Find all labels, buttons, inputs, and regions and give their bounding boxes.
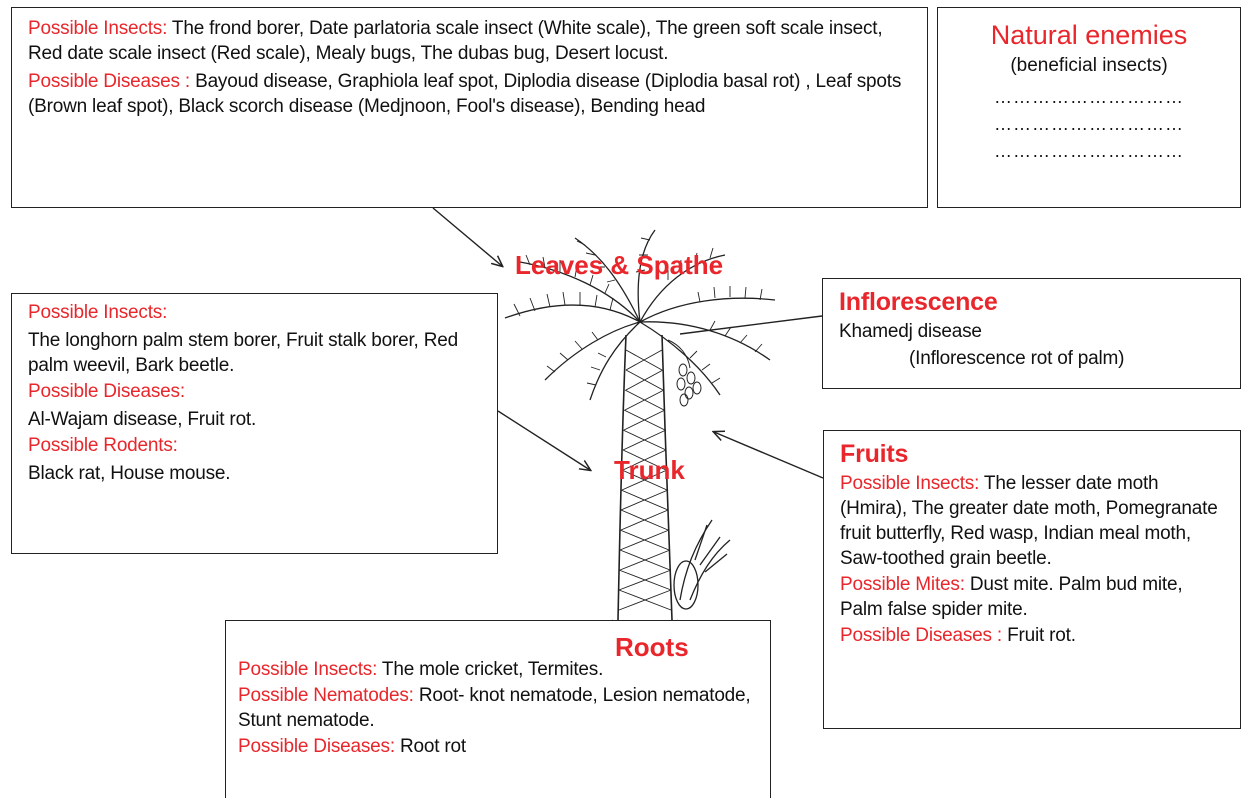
placeholder-dots-1: ………………………… (938, 87, 1240, 108)
inflorescence-line1: Khamedj disease (839, 319, 1226, 344)
roots-diseases: Possible Diseases: Root rot (238, 734, 758, 759)
inflorescence-title: Inflorescence (839, 287, 1226, 317)
arrow-leaves (433, 208, 502, 266)
leaves-insects: Possible Insects: The frond borer, Date … (28, 16, 915, 66)
trunk-insects-text: The longhorn palm stem borer, Fruit stal… (28, 328, 481, 378)
fruits-title: Fruits (840, 439, 1228, 469)
roots-nematodes-label: Possible Nematodes: (238, 685, 414, 706)
placeholder-dots-3: ………………………… (938, 141, 1240, 162)
trunk-rodents-text: Black rat, House mouse. (28, 461, 481, 486)
arrow-trunk (498, 411, 590, 470)
natural-enemies-box: Natural enemies (beneficial insects) ………… (937, 7, 1241, 208)
label-leaves-spathe: Leaves & Spathe (515, 250, 723, 281)
trunk-diseases-text: Al-Wajam disease, Fruit rot. (28, 407, 481, 432)
fruits-diseases-label: Possible Diseases : (840, 625, 1002, 646)
fruits-info-box: Fruits Possible Insects: The lesser date… (823, 430, 1241, 729)
fruits-insects-label: Possible Insects: (840, 473, 979, 494)
fruits-mites-label: Possible Mites: (840, 574, 965, 595)
trunk-diseases-label: Possible Diseases: (28, 379, 481, 404)
roots-diseases-text: Root rot (400, 736, 466, 757)
roots-nematodes: Possible Nematodes: Root- knot nematode,… (238, 683, 758, 733)
natural-enemies-title: Natural enemies (938, 18, 1240, 53)
natural-enemies-subtitle: (beneficial insects) (938, 55, 1240, 77)
inflorescence-line2: (Inflorescence rot of palm) (839, 346, 1226, 371)
trunk-info-box: Possible Insects: The longhorn palm stem… (11, 293, 498, 554)
leaves-insects-label: Possible Insects: (28, 18, 167, 39)
arrow-inflorescence (680, 316, 822, 334)
leaves-diseases-label: Possible Diseases : (28, 71, 190, 92)
fruits-insects: Possible Insects: The lesser date moth (… (840, 471, 1228, 571)
placeholder-dots-2: ………………………… (938, 114, 1240, 135)
trunk-insects-label: Possible Insects: (28, 300, 481, 325)
roots-diseases-label: Possible Diseases: (238, 736, 395, 757)
fruits-mites: Possible Mites: Dust mite. Palm bud mite… (840, 572, 1228, 622)
trunk-rodents-label: Possible Rodents: (28, 433, 481, 458)
arrow-fruits (714, 432, 823, 478)
fruits-diseases-text: Fruit rot. (1007, 625, 1076, 646)
roots-info-box: Possible Insects: The mole cricket, Term… (225, 620, 771, 798)
inflorescence-info-box: Inflorescence Khamedj disease (Infloresc… (822, 278, 1241, 389)
fruits-diseases: Possible Diseases : Fruit rot. (840, 623, 1228, 648)
label-roots: Roots (615, 632, 689, 663)
leaves-info-box: Possible Insects: The frond borer, Date … (11, 7, 928, 208)
roots-insects-label: Possible Insects: (238, 659, 377, 680)
leaves-diseases: Possible Diseases : Bayoud disease, Grap… (28, 69, 915, 119)
roots-insects-text: The mole cricket, Termites. (382, 659, 603, 680)
label-trunk: Trunk (614, 455, 685, 486)
